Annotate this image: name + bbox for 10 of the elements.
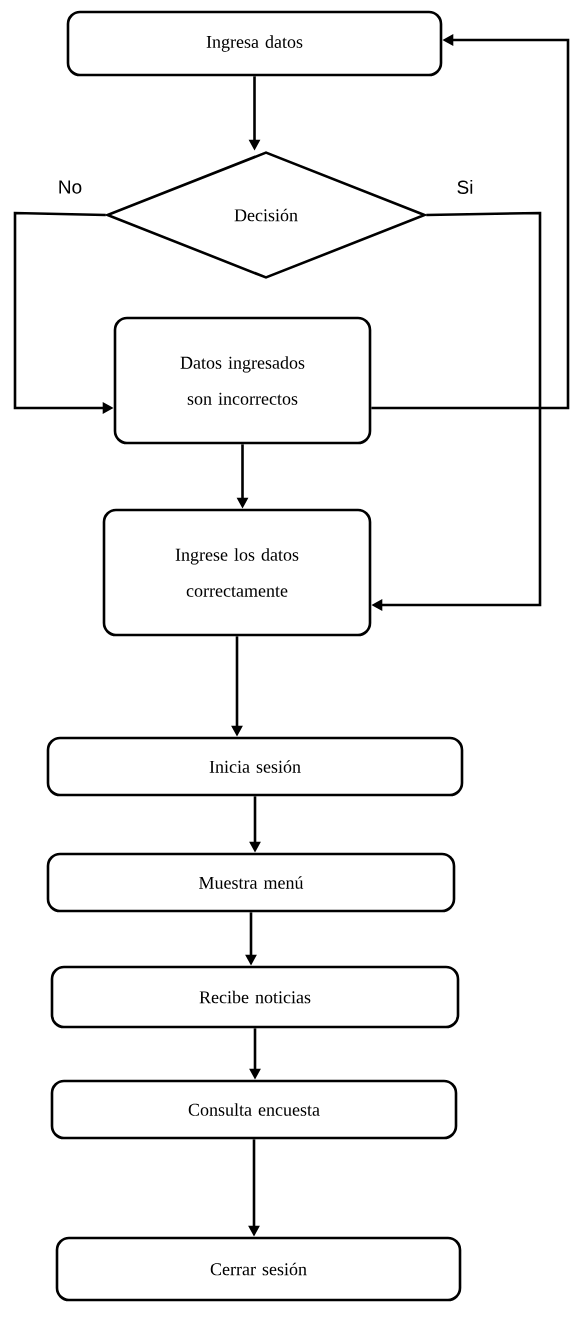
process-box: Ingresa datos	[66, 10, 443, 77]
process-box: Consulta encuesta	[50, 1079, 458, 1140]
process-box: Cerrar sesión	[55, 1236, 462, 1302]
process-box: Ingrese los datos correctamente	[102, 508, 372, 637]
edge-label: Si	[455, 179, 475, 195]
process-box: Muestra menú	[46, 852, 456, 913]
edge-label: No	[56, 179, 84, 195]
process-box: Inicia sesión	[46, 736, 464, 797]
process-box: Recibe noticias	[50, 965, 460, 1029]
process-box: Datos ingresados son incorrectos	[113, 316, 372, 445]
